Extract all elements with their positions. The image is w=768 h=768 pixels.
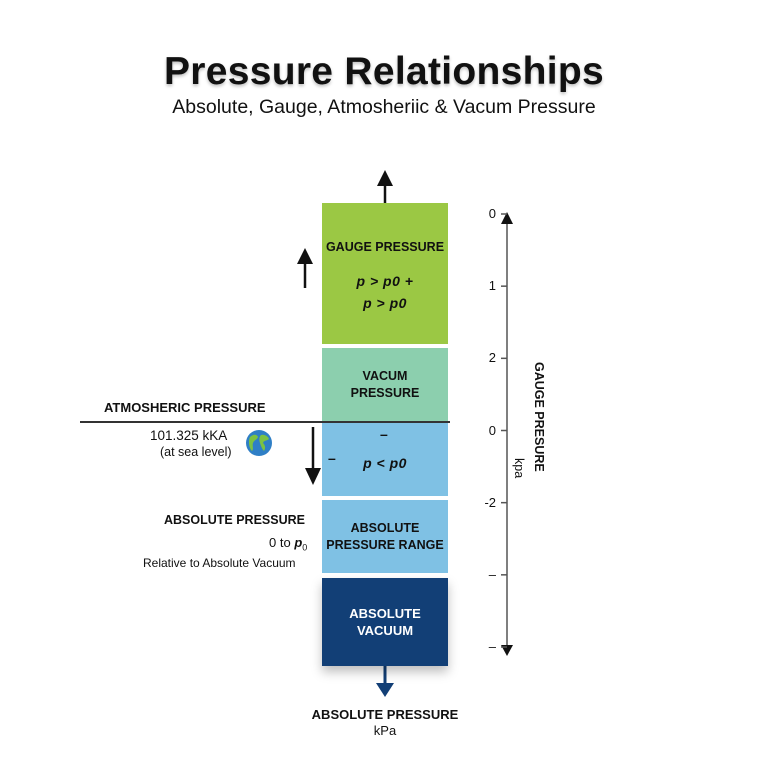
top-up-arrow-icon	[377, 170, 393, 203]
top-minus-sign: –	[380, 426, 388, 442]
atmospheric-pressure-label: ATMOSHERIC PRESSURE	[104, 400, 266, 415]
below-atm-down-arrow-icon	[305, 427, 321, 485]
absolute-pressure-range-block: ABSOLUTE PRESSURE RANGE	[322, 500, 448, 573]
absolute-pressure-range: 0 to p0	[269, 535, 307, 553]
vacuum-label-line1: VACUM	[362, 368, 408, 383]
gauge-pressure-label: GAUGE PRESSURE	[325, 240, 445, 254]
range-text: 0 to	[269, 535, 291, 550]
atmospheric-pressure-note: (at sea level)	[160, 445, 232, 459]
page-title: Pressure Relationships	[163, 50, 605, 93]
bottom-axis-unit: kPa	[373, 723, 397, 738]
below-atmospheric-block: – – p < p0	[322, 422, 448, 496]
atmospheric-pressure-value: 101.325 kKA	[150, 428, 228, 443]
gauge-up-arrow-icon	[297, 248, 313, 288]
absolute-pressure-relative-note: Relative to Absolute Vacuum	[143, 556, 296, 570]
absolute-pressure-label: ABSOLUTE PRESSURE	[164, 513, 305, 527]
page-subtitle: Absolute, Gauge, Atmosheriic & Vacum Pre…	[172, 96, 596, 118]
absolute-range-label-line2: PRESSURE RANGE	[326, 537, 444, 552]
bottom-down-arrow-icon	[376, 666, 394, 697]
globe-icon	[246, 430, 272, 456]
below-atm-formula: p < p0	[363, 454, 407, 471]
bottom-axis-label: ABSOLUTE PRESSURE	[311, 707, 459, 722]
vacuum-label-line2: PRESSURE	[350, 385, 420, 400]
axis-tick-label: 0	[488, 206, 496, 221]
axis-tick-label: 1	[488, 278, 496, 294]
absolute-vacuum-label-line1: ABSOLUTE	[349, 606, 421, 621]
left-minus-sign: –	[328, 450, 336, 466]
absolute-vacuum-block: ABSOLUTE VACUUM	[322, 578, 448, 666]
range-symbol: p	[294, 535, 303, 550]
gauge-pressure-block: GAUGE PRESSURE p > p0 + p > p0	[322, 203, 448, 344]
axis-tick-label: -2	[484, 494, 496, 510]
gauge-axis-title: GAUGE PRESURE	[532, 362, 546, 472]
vacuum-pressure-block: VACUM PRESSURE	[322, 348, 448, 421]
axis-tick-label: –	[488, 639, 496, 654]
axis-up-arrow-icon	[501, 212, 513, 224]
gauge-axis-unit: kpa	[512, 458, 526, 479]
gauge-axis	[501, 212, 513, 656]
range-subscript: 0	[302, 542, 308, 553]
axis-tick-label: 2	[488, 350, 496, 366]
axis-tick-label: –	[488, 566, 496, 582]
atmospheric-pressure-line	[80, 421, 450, 423]
absolute-vacuum-label-line2: VACUUM	[356, 623, 414, 638]
gauge-formula-1: p > p0 +	[356, 273, 414, 289]
gauge-formula-2: p > p0	[363, 295, 407, 311]
axis-tick-label: 0	[488, 422, 496, 438]
absolute-range-label-line1: ABSOLUTE	[350, 520, 420, 535]
